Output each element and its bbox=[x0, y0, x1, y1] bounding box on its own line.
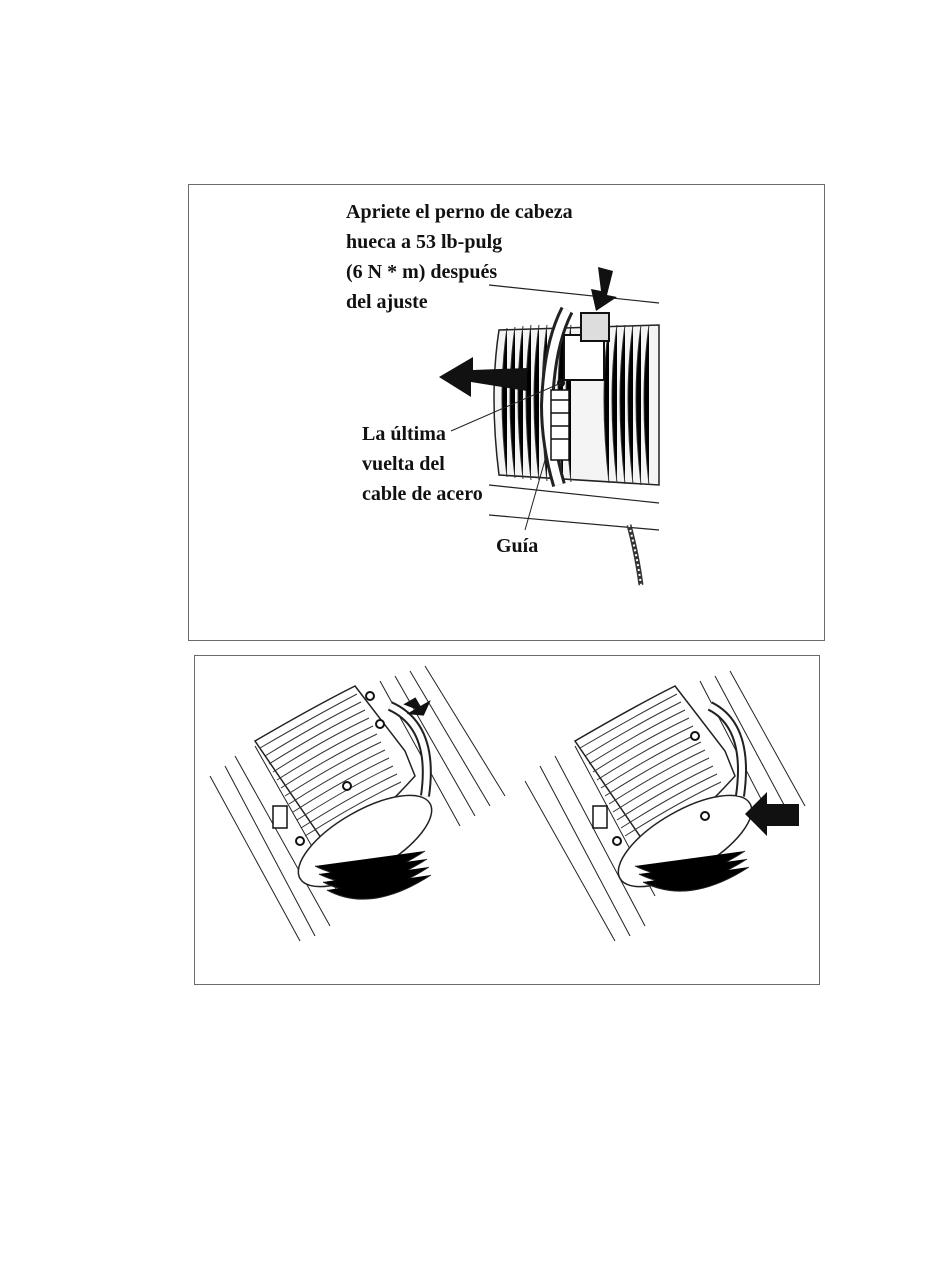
arrow-left-icon bbox=[745, 792, 799, 836]
figure-panel-top: Apriete el perno de cabeza hueca a 53 lb… bbox=[188, 184, 825, 641]
drum-cable-illustration-bottom bbox=[195, 656, 821, 986]
guide-label: Guía bbox=[496, 531, 538, 561]
steel-cable bbox=[629, 525, 641, 585]
drum-left bbox=[210, 666, 505, 941]
figure-panel-bottom bbox=[194, 655, 820, 985]
torque-instruction: Apriete el perno de cabeza hueca a 53 lb… bbox=[346, 197, 646, 317]
last-wire-turn-label: La última vuelta del cable de acero bbox=[362, 419, 542, 509]
